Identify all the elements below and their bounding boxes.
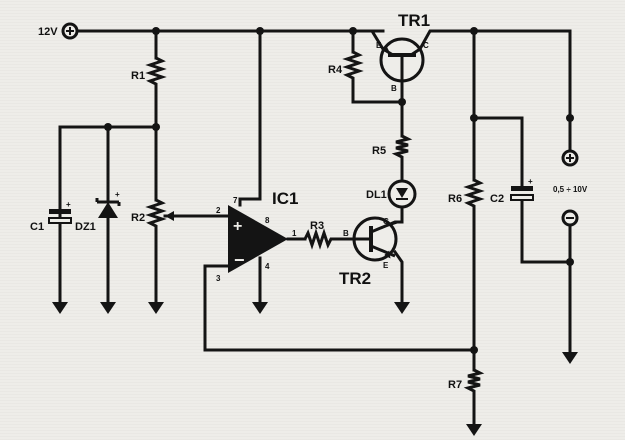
label-r1: R1 — [131, 70, 145, 82]
pin-2-label: 2 — [216, 206, 221, 215]
led-dl1 — [387, 179, 417, 209]
wire-feedback — [203, 264, 476, 352]
wire-ic-pin7 — [238, 29, 262, 207]
output-minus-terminal — [561, 209, 579, 227]
resistor-r7 — [463, 368, 485, 398]
resistor-r1 — [145, 56, 167, 90]
output-plus-terminal — [561, 149, 579, 167]
label-r3: R3 — [310, 220, 324, 232]
tr1-pin-b: B — [391, 84, 397, 93]
supply-terminal — [61, 22, 79, 40]
resistor-r4 — [342, 50, 364, 82]
wire-c2-top — [472, 116, 572, 264]
ground-c1 — [52, 302, 68, 314]
resistor-r3 — [303, 228, 333, 250]
ground-tr2 — [394, 302, 410, 314]
pin-3-label: 3 — [216, 274, 221, 283]
pin-7-label: 7 — [233, 196, 238, 205]
opamp-plus-input: + — [233, 218, 242, 235]
label-r2: R2 — [131, 212, 145, 224]
zener-dz1 — [95, 198, 121, 232]
label-tr2: TR2 — [339, 269, 371, 288]
c2-plus-sign: + — [528, 177, 533, 186]
supply-voltage-label: 12V — [38, 26, 58, 38]
wire-tr1-collector — [417, 29, 572, 120]
resistor-r5 — [391, 134, 413, 162]
ground-r7 — [466, 424, 482, 436]
pin-1-label: 1 — [292, 229, 297, 238]
label-dl1: DL1 — [366, 189, 387, 201]
wires — [58, 29, 572, 426]
capacitor-c2 — [510, 186, 534, 201]
resistor-r2 — [145, 198, 167, 232]
output-range-label: 0,5 ÷ 10V — [553, 185, 588, 194]
opamp-minus-input: − — [234, 250, 245, 270]
transistor-tr1 — [379, 37, 425, 87]
opamp-ic1 — [228, 205, 288, 273]
label-r6: R6 — [448, 193, 462, 205]
resistor-zigzags — [145, 50, 485, 398]
pin-4-label: 4 — [265, 262, 270, 271]
tr2-pin-b: B — [343, 229, 349, 238]
component-labels: R1 R2 R3 R4 R5 R6 R7 C1 C2 DZ1 DL1 IC1 T… — [30, 11, 504, 391]
label-dz1: DZ1 — [75, 221, 96, 233]
ground-r2 — [148, 302, 164, 314]
label-r7: R7 — [448, 379, 462, 391]
c1-plus-sign: + — [66, 200, 71, 209]
ground-ic1 — [252, 302, 268, 314]
transistor-tr2 — [352, 216, 402, 262]
ground-dz1 — [100, 302, 116, 314]
label-c2: C2 — [490, 193, 504, 205]
capacitor-c1 — [48, 209, 72, 224]
tr1-pin-e: E — [376, 41, 382, 50]
ground-output — [562, 352, 578, 364]
junction-dots — [104, 27, 574, 354]
label-ic1: IC1 — [272, 189, 298, 208]
tr1-pin-c: C — [423, 41, 429, 50]
label-c1: C1 — [30, 221, 44, 233]
ground-symbols — [52, 302, 578, 436]
tr2-pin-e: E — [383, 261, 389, 270]
pin-8-label: 8 — [265, 216, 270, 225]
r2-wiper-arrow — [165, 211, 174, 221]
resistor-r6 — [463, 178, 485, 212]
label-r4: R4 — [328, 64, 343, 76]
label-tr1: TR1 — [398, 11, 430, 30]
wire-tr2-emitter — [392, 249, 404, 304]
tr2-pin-c: C — [383, 217, 389, 226]
dz1-plus-sign: + — [115, 190, 120, 199]
wire-tr1-emitter — [351, 29, 386, 52]
label-r5: R5 — [372, 145, 386, 157]
